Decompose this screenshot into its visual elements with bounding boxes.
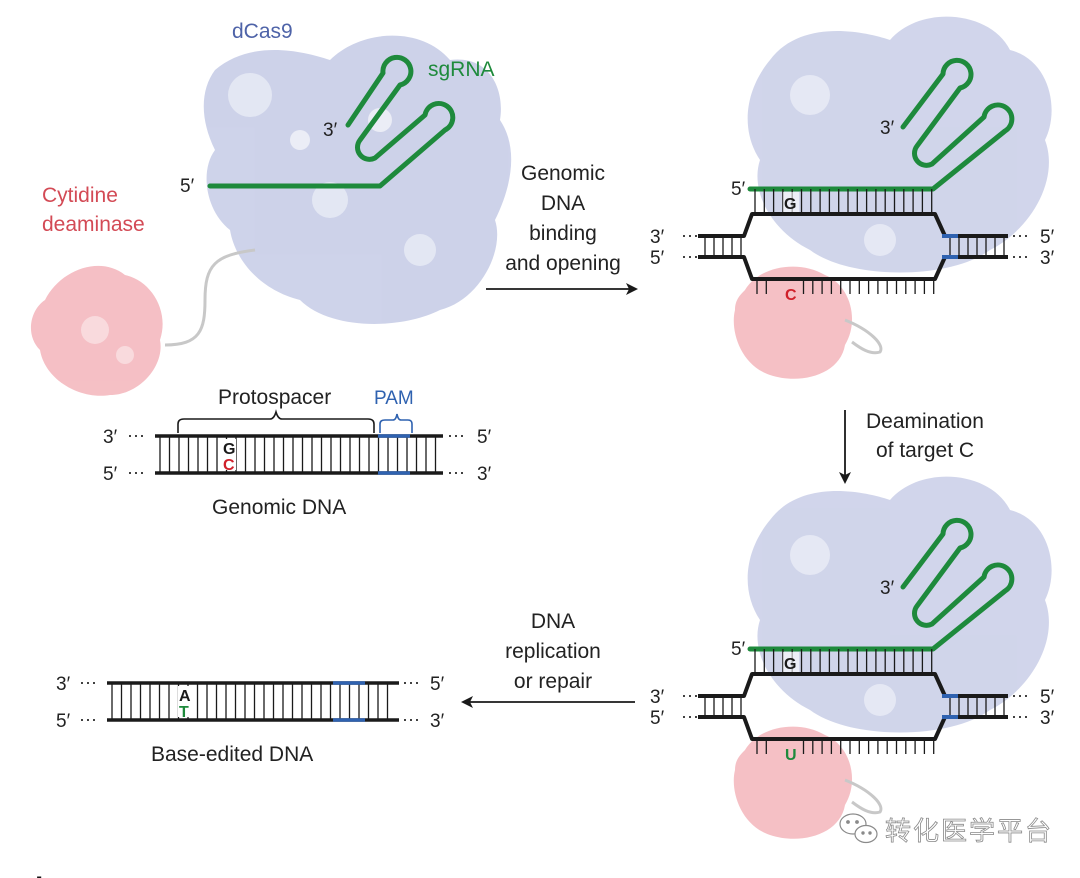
genomic-bottom-left-end: 5′ [103, 464, 118, 485]
right-bottom-end: 3′ [1040, 708, 1055, 729]
dots: ··· [447, 425, 465, 445]
linker [844, 778, 883, 815]
dcas9-protein [747, 16, 1052, 273]
dots: ··· [1011, 225, 1029, 245]
dcas9-label: dCas9 [232, 20, 293, 43]
edited-bottom-left-end: 5′ [56, 711, 71, 732]
dots: ··· [1011, 706, 1029, 726]
linker [844, 318, 883, 355]
protospacer-label: Protospacer [218, 386, 331, 409]
deaminase-label-line1: Cytidine [42, 184, 118, 207]
dots: ··· [127, 425, 145, 445]
sgrna-5prime-label: 5′ [731, 179, 746, 200]
left-top-end: 3′ [650, 227, 665, 248]
dots: ··· [681, 706, 699, 726]
open-dna-bubble: ············ [681, 649, 1029, 754]
target-base: U [785, 747, 797, 764]
genomic-top-right-end: 5′ [477, 427, 492, 448]
dots: ··· [79, 672, 97, 692]
step1-text-line3: binding [529, 222, 597, 245]
panel-letter-b: b [35, 872, 53, 878]
sgrna-label: sgRNA [428, 58, 495, 81]
bound-complex: ············3′5′3′5′5′3′GC [650, 16, 1055, 379]
dots: ··· [681, 225, 699, 245]
dots: ··· [79, 709, 97, 729]
dots: ··· [1011, 685, 1029, 705]
edited-bottom-right-end: 3′ [430, 711, 445, 732]
sgrna-5prime-label: 5′ [731, 639, 746, 660]
step2-deamination: Deamination of target C [839, 410, 984, 484]
step1-binding: Genomic DNA binding and opening [486, 162, 638, 295]
right-bottom-end: 3′ [1040, 248, 1055, 269]
edited-dna-rungs [111, 683, 389, 720]
step1-text-line4: and opening [505, 252, 621, 275]
step3-text-line2: replication [505, 640, 601, 663]
panel-letter-c: c [695, 874, 712, 878]
deaminase-protein [30, 265, 163, 396]
edited-bottom-base: T [179, 704, 189, 721]
dots: ··· [402, 709, 420, 729]
step1-text-line2: DNA [541, 192, 585, 215]
deaminase-label-line2: deaminase [42, 213, 145, 236]
sgrna [207, 54, 456, 189]
dots: ··· [681, 685, 699, 705]
edited-top-left-end: 3′ [56, 674, 71, 695]
open-dna-bubble: ············ [681, 189, 1029, 294]
dcas9-protein [203, 35, 512, 324]
genomic-bottom-right-end: 3′ [477, 464, 492, 485]
dots: ··· [1011, 246, 1029, 266]
genomic-target-base: C [223, 457, 235, 474]
watermark-text: 转化医学平台 [885, 816, 1053, 846]
watermark: 转化医学平台 [839, 813, 1053, 846]
dcas9-protein [747, 476, 1052, 733]
sgrna-3prime-label: 3′ [323, 120, 338, 141]
step1-text-line1: Genomic [521, 162, 605, 185]
right-top-end: 5′ [1040, 227, 1055, 248]
genomic-dna-caption: Genomic DNA [212, 496, 346, 519]
dots: ··· [681, 246, 699, 266]
step2-text-line2: of target C [876, 439, 974, 462]
dots: ··· [127, 462, 145, 482]
genomic-dna-rungs [159, 436, 437, 473]
genomic-top-left-end: 3′ [103, 427, 118, 448]
genomic-top-base: G [223, 441, 235, 458]
deaminase-protein [733, 726, 853, 839]
left-bottom-end: 5′ [650, 708, 665, 729]
paired-base: G [784, 656, 796, 673]
linker [164, 248, 256, 347]
paired-base: G [784, 196, 796, 213]
step3-text-line3: or repair [514, 670, 592, 693]
step3-text-line1: DNA [531, 610, 575, 633]
protospacer-brace [177, 409, 375, 433]
edited-top-right-end: 5′ [430, 674, 445, 695]
sgrna-3prime-label: 3′ [880, 118, 895, 139]
step3-replication: DNA replication or repair [461, 610, 635, 708]
deaminated-complex: ············3′5′3′5′5′3′GU [650, 476, 1055, 839]
dots: ··· [402, 672, 420, 692]
genomic-dna: Protospacer PAM ··· ··· ··· ··· 3′ 5′ 5′… [103, 386, 492, 519]
edited-dna: ··· ··· ··· ··· 3′ 5′ 5′ 3′ A T Base-edi… [56, 672, 445, 766]
right-top-end: 5′ [1040, 687, 1055, 708]
deaminase-protein [733, 266, 853, 379]
free-complex: dCas9 sgRNA 3′ 5′ Cytidine deaminase [30, 20, 512, 396]
dots: ··· [447, 462, 465, 482]
sgrna [747, 57, 1015, 192]
target-base: C [785, 287, 797, 304]
wechat-icon [839, 813, 878, 844]
sgrna-5prime-label: 5′ [180, 176, 195, 197]
left-bottom-end: 5′ [650, 248, 665, 269]
left-top-end: 3′ [650, 687, 665, 708]
sgrna [747, 517, 1015, 652]
edited-top-base: A [179, 688, 191, 705]
step2-text-line1: Deamination [866, 410, 984, 433]
edited-dna-caption: Base-edited DNA [151, 743, 313, 766]
sgrna-3prime-label: 3′ [880, 578, 895, 599]
pam-brace [379, 413, 413, 433]
pam-label: PAM [374, 388, 414, 409]
